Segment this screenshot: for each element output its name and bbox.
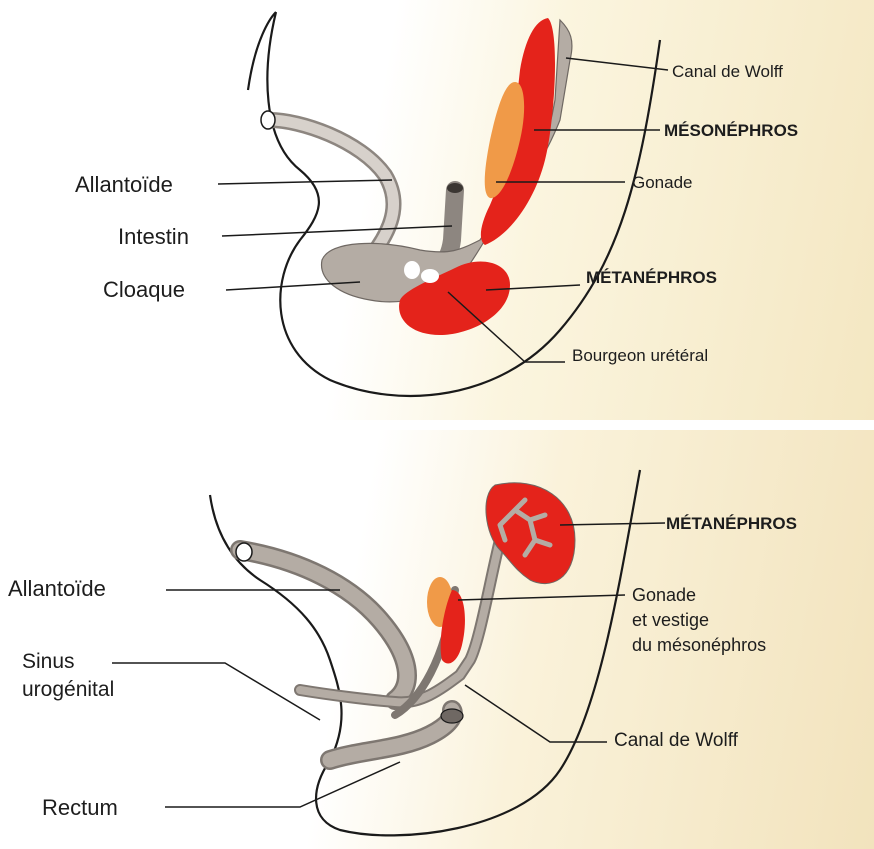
label-gonade-top: Gonade [632, 173, 693, 193]
leader-metanephros-bottom [560, 523, 665, 525]
leader-allantoide-top [218, 180, 392, 184]
bottom-diagram-panel: Allantoïde Sinus urogénital Rectum MÉTAN… [0, 430, 874, 849]
label-intestin-top: Intestin [118, 224, 189, 249]
allantois-opening-bottom [236, 543, 252, 561]
allantois-opening-top [261, 111, 275, 129]
leader-sinus [112, 663, 320, 720]
leader-canal-wolff-top [566, 58, 668, 70]
label-gonade-line1: Gonade [632, 585, 696, 606]
label-bourgeon-ureteral: Bourgeon urétéral [572, 346, 708, 366]
label-rectum: Rectum [42, 795, 118, 820]
label-sinus-line1: Sinus [22, 650, 75, 674]
label-gonade-line3: du mésonéphros [632, 635, 766, 656]
label-canal-wolff-top: Canal de Wolff [672, 62, 783, 82]
label-cloaque-top: Cloaque [103, 277, 185, 302]
label-allantoide-bottom: Allantoïde [8, 576, 106, 601]
label-sinus-line2: urogénital [22, 678, 114, 702]
label-metanephros-top: MÉTANÉPHROS [586, 268, 717, 288]
top-diagram-panel: Allantoïde Intestin Cloaque Canal de Wol… [0, 0, 874, 420]
leader-rectum [165, 762, 400, 807]
rectum-opening [441, 709, 463, 723]
label-allantoide-top: Allantoïde [75, 172, 173, 197]
leader-intestin-top [222, 226, 452, 236]
label-metanephros-bottom: MÉTANÉPHROS [666, 514, 797, 534]
label-mesonephros: MÉSONÉPHROS [664, 121, 798, 141]
label-canal-wolff-bottom: Canal de Wolff [614, 730, 738, 752]
label-gonade-line2: et vestige [632, 610, 709, 631]
